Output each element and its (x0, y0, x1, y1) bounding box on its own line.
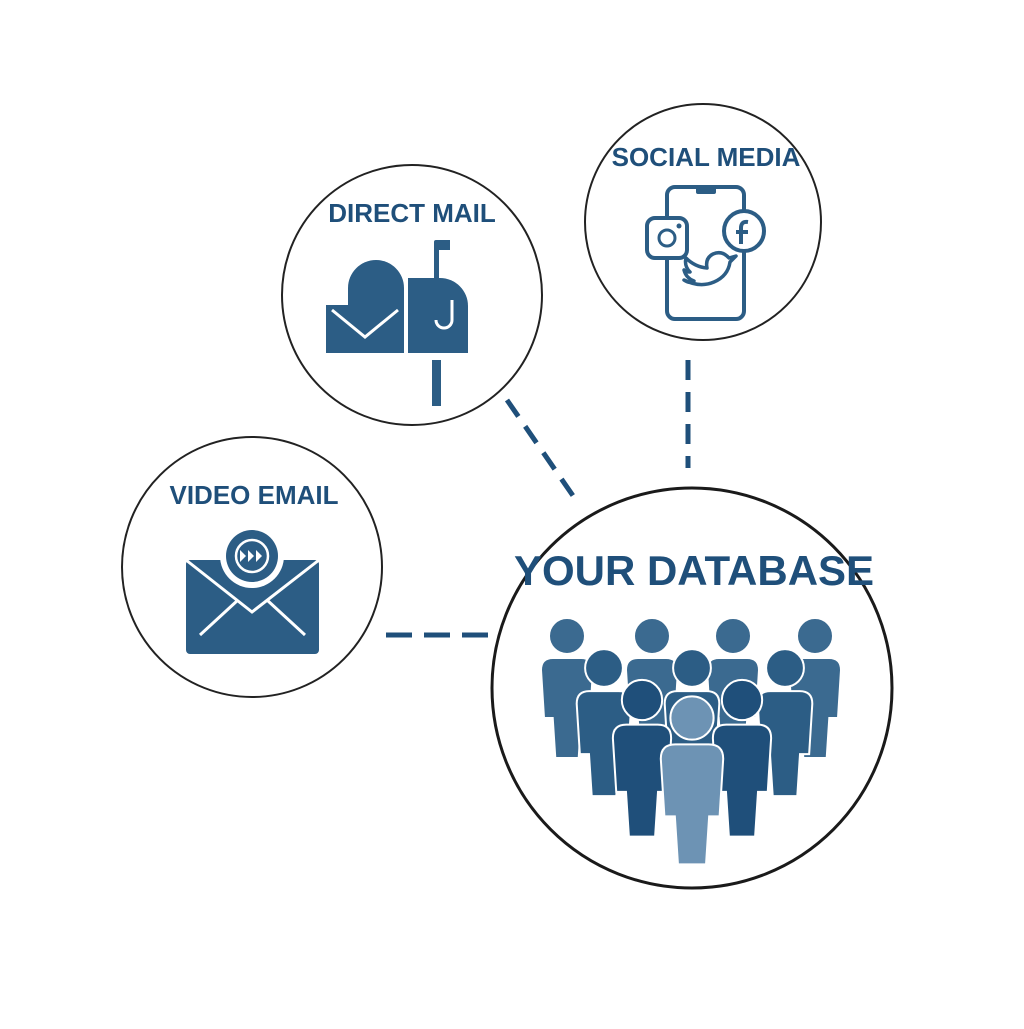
database-label: YOUR DATABASE (514, 547, 874, 594)
channel-social-media: SOCIAL MEDIA (584, 103, 822, 341)
person-figure (611, 678, 673, 838)
social-media-label: SOCIAL MEDIA (612, 142, 801, 172)
fast-forward-icon (240, 550, 262, 562)
person-figure (659, 695, 725, 866)
channel-video-email: VIDEO EMAIL (121, 436, 383, 698)
hub-your-database: YOUR DATABASE (490, 486, 894, 890)
connector-direct-mail (504, 398, 581, 505)
people-crowd-icon (539, 617, 843, 866)
mailbox-icon (326, 240, 468, 406)
video-email-label: VIDEO EMAIL (169, 480, 338, 510)
facebook-icon (722, 209, 766, 253)
channel-direct-mail: DIRECT MAIL (281, 164, 543, 426)
twitter-icon (682, 250, 738, 287)
person-figure (539, 617, 595, 759)
person-figure (756, 648, 814, 798)
person-figure (711, 678, 773, 838)
direct-mail-label: DIRECT MAIL (328, 198, 496, 228)
social-media-circle (584, 103, 822, 341)
instagram-icon (645, 216, 689, 260)
